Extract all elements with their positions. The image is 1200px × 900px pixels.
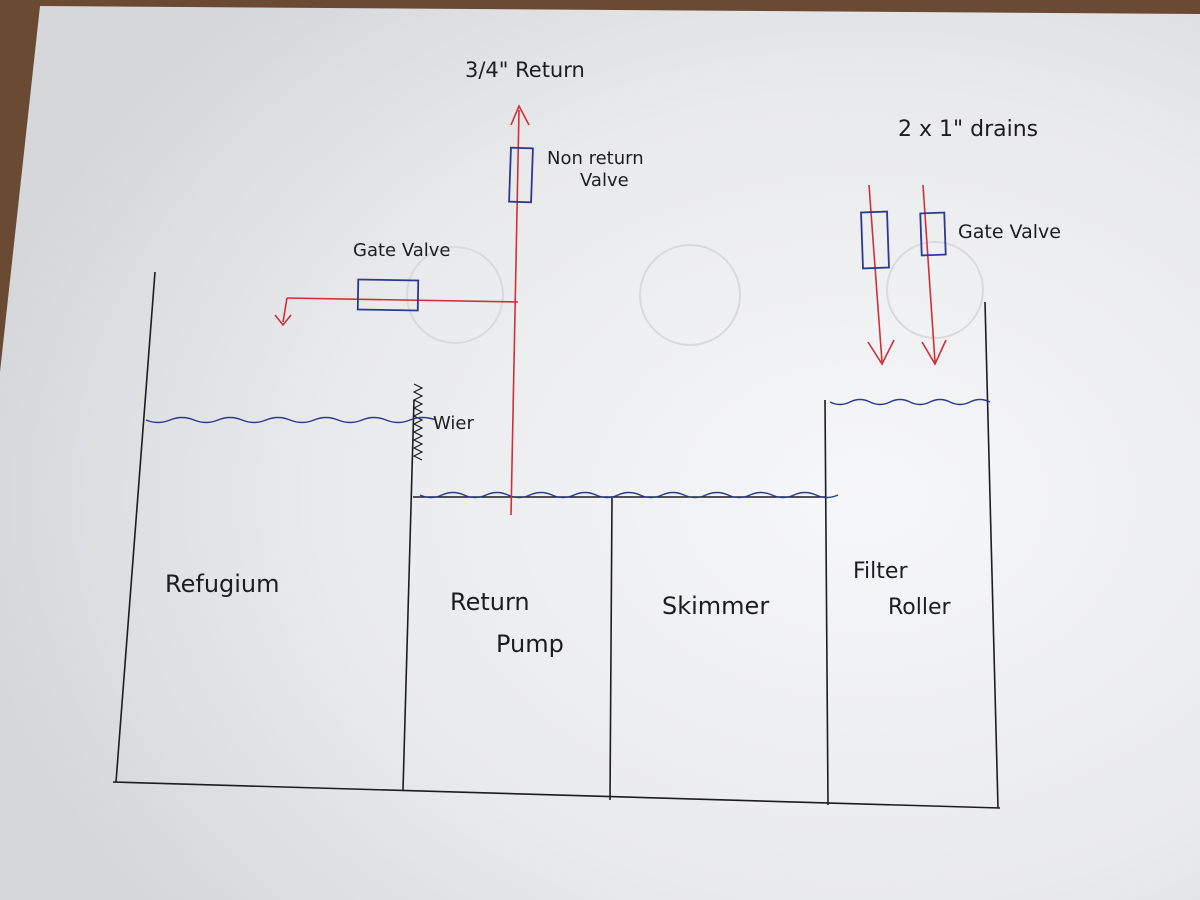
refugium-left-wall — [115, 271, 156, 783]
valves — [356, 146, 947, 312]
gate-valve-drain-2 — [919, 211, 947, 257]
gate-valve-left-label: Gate Valve — [353, 240, 451, 261]
paper-sheet — [0, 6, 1200, 900]
gate-valve-right-label: Gate Valve — [958, 221, 1061, 243]
filter-roller-label-line1: Filter — [853, 559, 908, 584]
return-line-label: 3/4" Return — [465, 58, 585, 82]
paper-impressions — [406, 241, 984, 346]
weir-label: Wier — [433, 413, 474, 434]
drain-arrow-1 — [867, 339, 895, 366]
non-return-valve — [508, 146, 534, 204]
non-return-label-line1: Non return — [547, 148, 644, 169]
return-skimmer-water-level — [419, 491, 839, 499]
filter-roller-water-level — [829, 398, 991, 406]
drain-arrow-2 — [921, 339, 947, 366]
drains-label: 2 x 1" drains — [898, 117, 1038, 142]
return-arrow-head — [510, 104, 530, 126]
gate-valve-drain-1 — [860, 210, 890, 270]
return-skimmer-baffle — [609, 496, 613, 801]
non-return-label-line2: Valve — [580, 170, 629, 191]
drain-pipes — [867, 184, 947, 366]
gate-valve-left — [356, 278, 420, 312]
skimmer-label: Skimmer — [662, 592, 769, 620]
return-pipe — [274, 104, 530, 516]
return-pump-label-line2: Pump — [496, 630, 564, 658]
refugium-feed-pipe — [286, 297, 519, 303]
filter-roller-label-line2: Roller — [888, 595, 952, 620]
refugium-feed-arrow — [274, 314, 292, 327]
refugium-water-level — [145, 416, 437, 424]
right-wall — [984, 301, 999, 809]
refugium-label: Refugium — [165, 570, 280, 598]
return-pump-label-line1: Return — [450, 588, 530, 616]
filter-roller-left-wall — [824, 399, 829, 806]
weir-teeth — [412, 383, 424, 461]
water-lines — [145, 398, 991, 499]
weir-baffle — [402, 399, 415, 791]
sump-base — [112, 781, 1001, 809]
